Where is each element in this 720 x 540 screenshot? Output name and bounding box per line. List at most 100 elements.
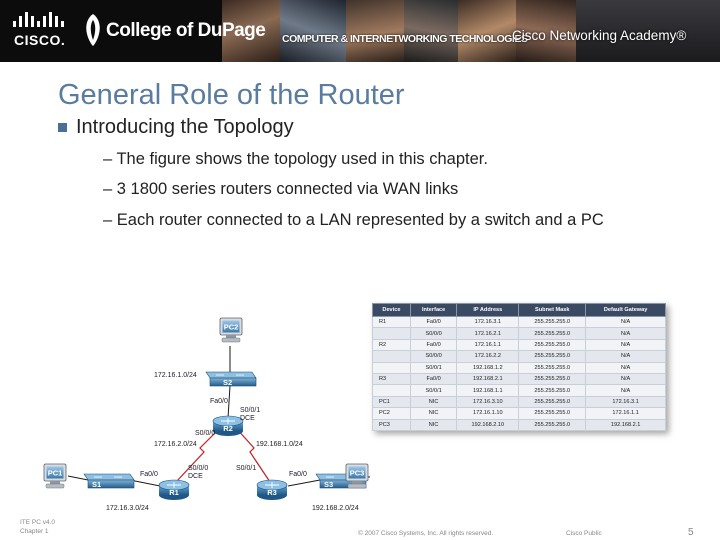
- table-cell: S0/0/0: [409, 350, 458, 363]
- pc2-label: PC2: [224, 323, 239, 332]
- table-cell: [372, 327, 411, 340]
- table-row: R2 Fa0/0 172.16.1.1 255.255.255.0 N/A: [372, 338, 666, 352]
- link-r3-s3: [287, 479, 321, 487]
- banner-photo: [458, 0, 516, 62]
- table-row: S0/0/0 172.16.2.1 255.255.255.0 N/A: [372, 327, 666, 340]
- table-cell: 255.255.255.0: [518, 361, 587, 374]
- slide-title: General Role of the Router: [58, 79, 405, 111]
- pc3-label: PC3: [350, 469, 365, 478]
- table-cell: R1: [372, 315, 411, 329]
- net-label-r3-lan: 192.168.2.0/24: [312, 505, 359, 512]
- table-cell: 192.168.1.1: [456, 384, 520, 397]
- r1-fa0-label: Fa0/0: [140, 471, 158, 478]
- table-cell: N/A: [585, 350, 666, 363]
- s1-switch-icon: S1: [83, 473, 135, 489]
- table-cell: 255.255.255.0: [518, 350, 587, 363]
- table-cell: Fa0/0: [409, 315, 458, 329]
- table-cell: PC2: [372, 407, 411, 420]
- table-cell: 255.255.255.0: [518, 338, 587, 352]
- banner-photo: [516, 0, 576, 62]
- table-cell: 172.16.2.2: [456, 350, 520, 363]
- table-row: R1 Fa0/0 172.16.3.1 255.255.255.0 N/A: [372, 315, 666, 329]
- r1-s000-label: S0/0/0: [188, 465, 208, 472]
- banner-photo: [346, 0, 404, 62]
- column-header: Subnet Mask: [518, 303, 587, 317]
- r2-router-icon: R2: [212, 415, 244, 436]
- wan-link-r2-r3: [235, 427, 271, 483]
- net-label-r2-lan: 172.16.1.0/24: [154, 372, 197, 379]
- table-cell: N/A: [585, 372, 666, 386]
- main-bullet: Introducing the Topology: [58, 116, 294, 139]
- table-cell: 172.16.3.10: [456, 395, 520, 409]
- table-cell: R3: [372, 372, 411, 386]
- table-row: PC3 NIC 192.168.2.10 255.255.255.0 192.1…: [372, 418, 666, 431]
- s2-label: S2: [223, 378, 232, 387]
- table-cell: 255.255.255.0: [518, 395, 587, 409]
- table-cell: 255.255.255.0: [518, 418, 587, 431]
- table-header-row: Device Interface IP Address Subnet Mask …: [372, 303, 666, 317]
- topology-diagram: PC2 S2 R2 PC1 S1 R1: [43, 317, 370, 512]
- footer-chapter: Chapter 1: [20, 528, 49, 535]
- table-cell: 172.16.1.1: [456, 338, 520, 352]
- table-cell: N/A: [585, 384, 666, 397]
- table-cell: 255.255.255.0: [518, 327, 587, 340]
- link-s2-r2: [227, 385, 231, 419]
- r1-label: R1: [169, 488, 179, 497]
- pc1-label: PC1: [48, 469, 63, 478]
- r3-fa0-label: Fa0/0: [289, 471, 307, 478]
- sub-bullet: – The figure shows the topology used in …: [103, 150, 488, 168]
- program-title: COMPUTER & INTERNETWORKING TECHNOLOGIES: [282, 33, 528, 45]
- column-header: Default Gateway: [585, 303, 666, 317]
- column-header: Interface: [409, 303, 458, 317]
- wan-links: [175, 427, 271, 483]
- cisco-wordmark: CISCO.: [14, 32, 66, 48]
- table-cell: PC3: [372, 418, 411, 431]
- pc3-computer-icon: PC3: [345, 463, 369, 489]
- addressing-table: Device Interface IP Address Subnet Mask …: [372, 303, 666, 431]
- table-row: R3 Fa0/0 192.168.2.1 255.255.255.0 N/A: [372, 372, 666, 386]
- pc1-computer-icon: PC1: [43, 463, 67, 489]
- table-cell: Fa0/0: [409, 338, 458, 352]
- footer-classification: Cisco Public: [566, 530, 602, 537]
- r3-label: R3: [267, 488, 277, 497]
- r1-dce-label: DCE: [188, 473, 203, 480]
- banner-photo: [280, 0, 346, 62]
- s3-label: S3: [324, 480, 333, 489]
- table-cell: 255.255.255.0: [518, 372, 587, 386]
- link-pc1-s1: [67, 475, 89, 481]
- table-row: S0/0/1 192.168.1.1 255.255.255.0 N/A: [372, 384, 666, 397]
- net-label-r1-r2: 172.16.2.0/24: [154, 441, 197, 448]
- r3-router-icon: R3: [256, 479, 288, 500]
- column-header: IP Address: [456, 303, 520, 317]
- footer-copyright: © 2007 Cisco Systems, Inc. All rights re…: [358, 530, 494, 537]
- table-cell: [372, 361, 411, 374]
- table-cell: NIC: [409, 395, 458, 409]
- table-cell: 192.168.2.1: [456, 372, 520, 386]
- wan-link-r1-r2: [175, 427, 221, 483]
- column-header: Device: [372, 303, 411, 317]
- table-cell: [372, 350, 411, 363]
- table-row: PC1 NIC 172.16.3.10 255.255.255.0 172.16…: [372, 395, 666, 409]
- square-bullet-icon: [58, 123, 67, 132]
- r2-dce-label: DCE: [240, 415, 255, 422]
- net-label-r1-lan: 172.16.3.0/24: [106, 505, 149, 512]
- table-cell: 172.16.2.1: [456, 327, 520, 340]
- footer-course-info: ITE PC v4.0 Chapter 1: [20, 518, 55, 536]
- table-cell: N/A: [585, 338, 666, 352]
- banner-photo: [222, 0, 280, 62]
- banner-photo: [404, 0, 458, 62]
- pc2-computer-icon: PC2: [219, 317, 243, 343]
- table-cell: S0/0/0: [409, 327, 458, 340]
- table-cell: Fa0/0: [409, 372, 458, 386]
- college-logo: College of DuPage: [82, 10, 266, 52]
- table-cell: 192.168.2.10: [456, 418, 520, 431]
- r2-label: R2: [223, 424, 233, 433]
- r2-s000-label: S0/0/0: [195, 430, 215, 437]
- table-cell: R2: [372, 338, 411, 352]
- college-emblem-icon: [86, 14, 100, 46]
- banner-photo: [576, 0, 720, 62]
- net-label-r2-r3: 192.168.1.0/24: [256, 441, 303, 448]
- r2-s001-label: S0/0/1: [240, 407, 260, 414]
- footer-course: ITE PC v4.0: [20, 519, 56, 526]
- table-cell: 255.255.255.0: [518, 407, 587, 420]
